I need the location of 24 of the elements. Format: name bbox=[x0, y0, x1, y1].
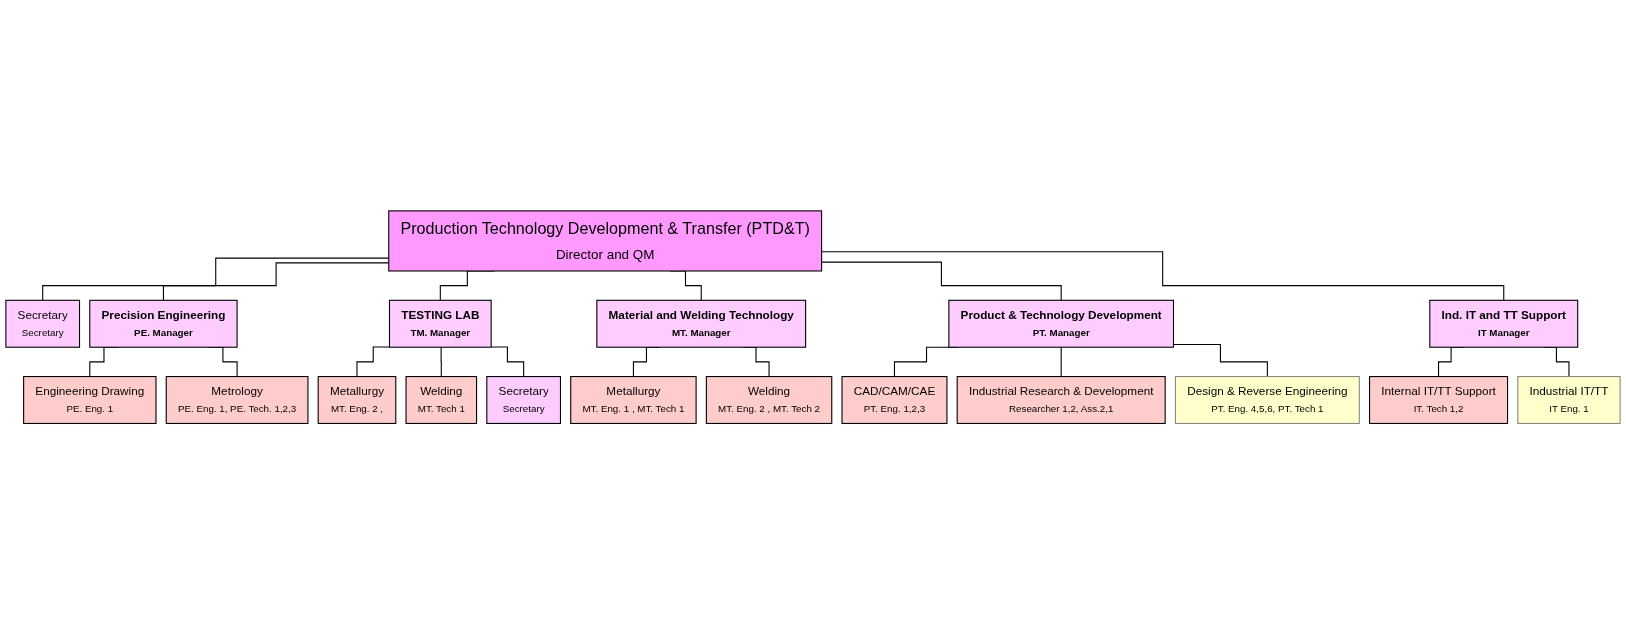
node-box: Welding MT. Eng. 2 , MT. Tech 2 bbox=[705, 376, 833, 425]
connector bbox=[490, 346, 525, 378]
node-box: CAD/CAM/CAE PT. Eng. 1,2,3 bbox=[841, 376, 948, 425]
connector bbox=[821, 261, 1062, 302]
node-box: Industrial IT/TT IT Eng. 1 bbox=[1517, 376, 1621, 425]
node-box: Secretary Secretary bbox=[5, 300, 81, 349]
node-box: Precision Engineering PE. Manager bbox=[89, 300, 238, 349]
connector bbox=[821, 251, 1505, 302]
connector bbox=[440, 347, 442, 378]
node-box: Internal IT/TT Support IT. Tech 1,2 bbox=[1369, 376, 1509, 425]
node-box: Material and Welding Technology MT. Manager bbox=[596, 300, 807, 349]
node-box: TESTING LAB TM. Manager bbox=[388, 300, 492, 349]
node-box: Design & Reverse Engineering PT. Eng. 4,5,6, PT. Tech 1 bbox=[1174, 376, 1360, 425]
node-box: Metrology PE. Eng. 1, PE. Tech. 1,2,3 bbox=[165, 376, 309, 425]
node-box: Secretary Secretary bbox=[486, 376, 562, 425]
node-box: Engineering Drawing PE. Eng. 1 bbox=[23, 376, 157, 425]
node-box: Welding MT. Tech 1 bbox=[405, 376, 478, 425]
node-box: Metallurgy MT. Eng. 1 , MT. Tech 1 bbox=[570, 376, 697, 425]
node-box: Production Technology Development & Transfer (PTD&T) Director and QM bbox=[388, 210, 823, 272]
node-box: Product & Technology Development PT. Manager bbox=[948, 300, 1175, 349]
node-box: Industrial Research & Development Researcher 1,2, Ass.2,1 bbox=[956, 376, 1166, 425]
node-box: Metallurgy MT. Eng. 2 , bbox=[317, 376, 397, 425]
connector bbox=[1060, 347, 1062, 378]
node-box: Ind. IT and TT Support IT Manager bbox=[1429, 300, 1579, 349]
